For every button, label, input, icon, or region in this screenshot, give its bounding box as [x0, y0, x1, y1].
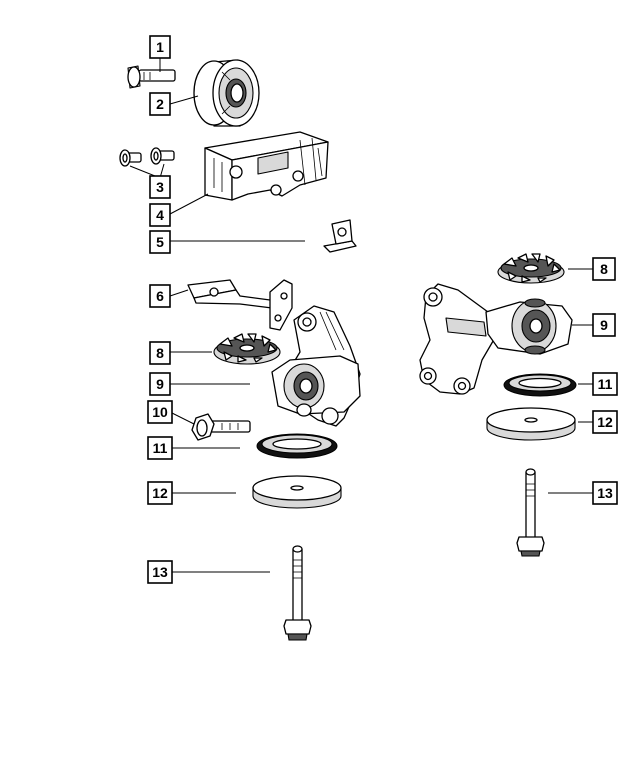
- part-12-pad-left: [252, 475, 342, 509]
- svg-text:10: 10: [152, 404, 168, 420]
- part-10-bolt: [191, 413, 251, 441]
- callout-12-right: 12: [592, 410, 618, 434]
- svg-text:9: 9: [156, 376, 164, 392]
- callout-6: 6: [149, 284, 171, 308]
- callout-12-left: 12: [147, 481, 173, 505]
- callout-8-left: 8: [149, 341, 171, 365]
- callout-8-right: 8: [592, 257, 616, 281]
- svg-text:4: 4: [156, 207, 164, 223]
- leader-6: [169, 289, 189, 297]
- callout-3: 3: [149, 175, 171, 199]
- callout-13-right: 13: [592, 481, 618, 505]
- leader-10: [169, 411, 195, 425]
- callout-9-left: 9: [149, 372, 171, 396]
- part-5-clip: [323, 219, 357, 253]
- leader-4: [169, 193, 209, 215]
- part-9-mount-right: [419, 283, 573, 395]
- part-12-pad-right: [486, 407, 576, 441]
- part-6-shield: [187, 279, 293, 331]
- svg-text:3: 3: [156, 179, 164, 195]
- svg-text:6: 6: [156, 288, 164, 304]
- part-13-bolt-left: [283, 545, 312, 641]
- part-3-bolts: [119, 147, 175, 167]
- svg-text:1: 1: [156, 39, 164, 55]
- callout-2: 2: [149, 92, 171, 116]
- callout-9-right: 9: [592, 313, 616, 337]
- leader-2: [169, 95, 199, 105]
- svg-text:12: 12: [597, 414, 613, 430]
- part-4-bracket: [204, 131, 329, 201]
- part-9-mount-left: [271, 305, 361, 427]
- part-1-bolt: [127, 65, 176, 89]
- leader-lines: [129, 58, 593, 573]
- callout-1: 1: [149, 35, 171, 59]
- part-11-washer-right: [503, 373, 577, 397]
- svg-text:8: 8: [156, 345, 164, 361]
- svg-text:2: 2: [156, 96, 164, 112]
- part-13-bolt-right: [516, 468, 545, 557]
- callout-10: 10: [147, 400, 173, 424]
- callout-11-right: 11: [592, 372, 618, 396]
- svg-text:13: 13: [597, 485, 613, 501]
- svg-text:8: 8: [600, 261, 608, 277]
- svg-text:13: 13: [152, 564, 168, 580]
- part-11-washer-left: [256, 433, 338, 459]
- part-8-isolator-left: [213, 333, 281, 365]
- svg-text:11: 11: [153, 440, 168, 456]
- part-2-bushing: [193, 59, 260, 127]
- svg-text:11: 11: [598, 376, 613, 392]
- part-8-isolator-right: [497, 253, 565, 284]
- callout-13-left: 13: [147, 560, 173, 584]
- svg-text:9: 9: [600, 317, 608, 333]
- svg-text:5: 5: [156, 234, 164, 250]
- callout-11-left: 11: [147, 436, 173, 460]
- svg-text:12: 12: [152, 485, 168, 501]
- callout-4: 4: [149, 203, 171, 227]
- callout-5: 5: [149, 230, 171, 254]
